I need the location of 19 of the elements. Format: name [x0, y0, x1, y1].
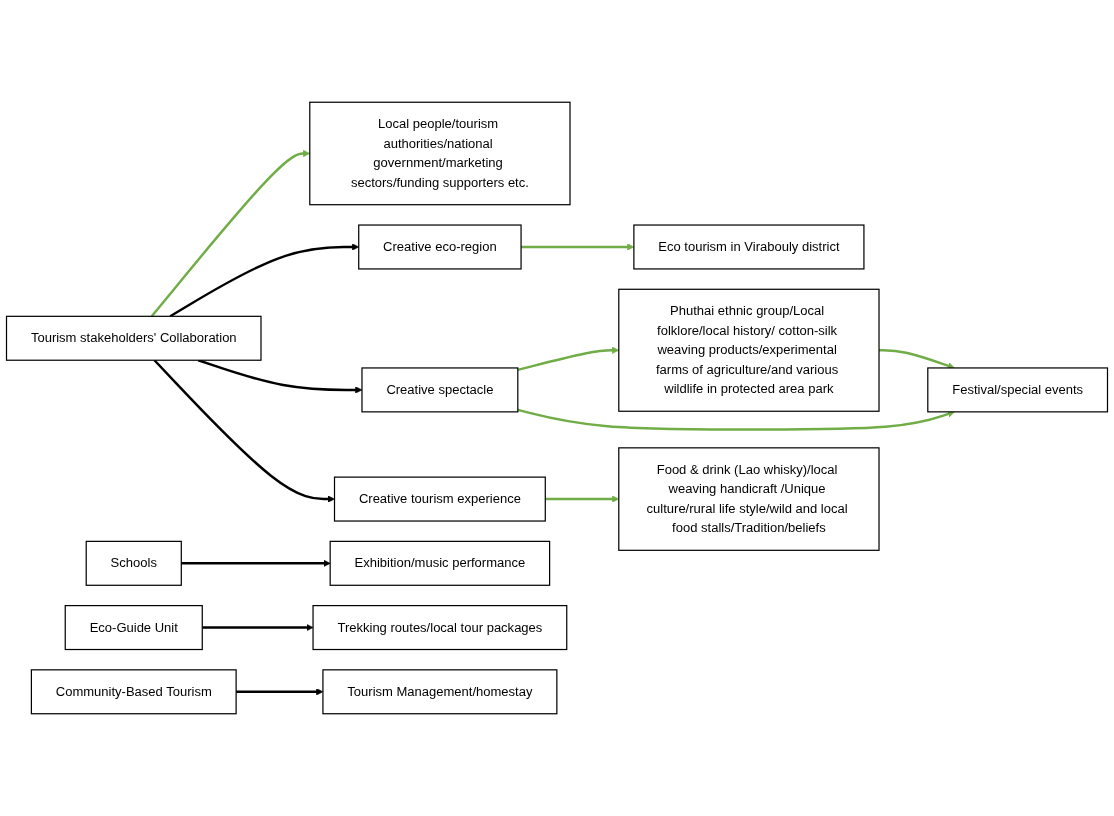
- node-box: Tourism stakeholders' Collaboration: [5, 315, 262, 361]
- arrow: [153, 359, 335, 503]
- node-box: Community-Based Tourism: [30, 669, 237, 715]
- node-box: Festival/special events: [927, 367, 1109, 413]
- arrow: [517, 408, 955, 431]
- node-box: Creative spectacle: [361, 367, 519, 413]
- node-box: Eco-Guide Unit: [64, 605, 203, 651]
- node-box: Schools: [85, 540, 182, 586]
- node-box: Creative tourism experience: [333, 476, 546, 522]
- node-box: Local people/tourism authorities/national government/marketing sectors/funding supporters etc.: [309, 101, 571, 206]
- node-box: Trekking routes/local tour packages: [312, 605, 568, 651]
- node-box: Creative eco-region: [358, 224, 522, 270]
- arrow: [202, 624, 314, 632]
- node-box: Eco tourism in Virabouly district: [633, 224, 865, 270]
- node-box: Food & drink (Lao whisky)/local weaving handicraft /Unique culture/rural life style/wild and local food stalls/Tradition/beliefs: [618, 447, 880, 551]
- node-box: Tourism Management/homestay: [322, 669, 558, 715]
- node-box: Exhibition/music performance: [329, 540, 551, 586]
- node-box: Phuthai ethnic group/Local folklore/local history/ cotton-silk weaving products/experimental farms of agriculture/and various wildlife in protected area park: [618, 288, 880, 412]
- arrow: [181, 559, 331, 567]
